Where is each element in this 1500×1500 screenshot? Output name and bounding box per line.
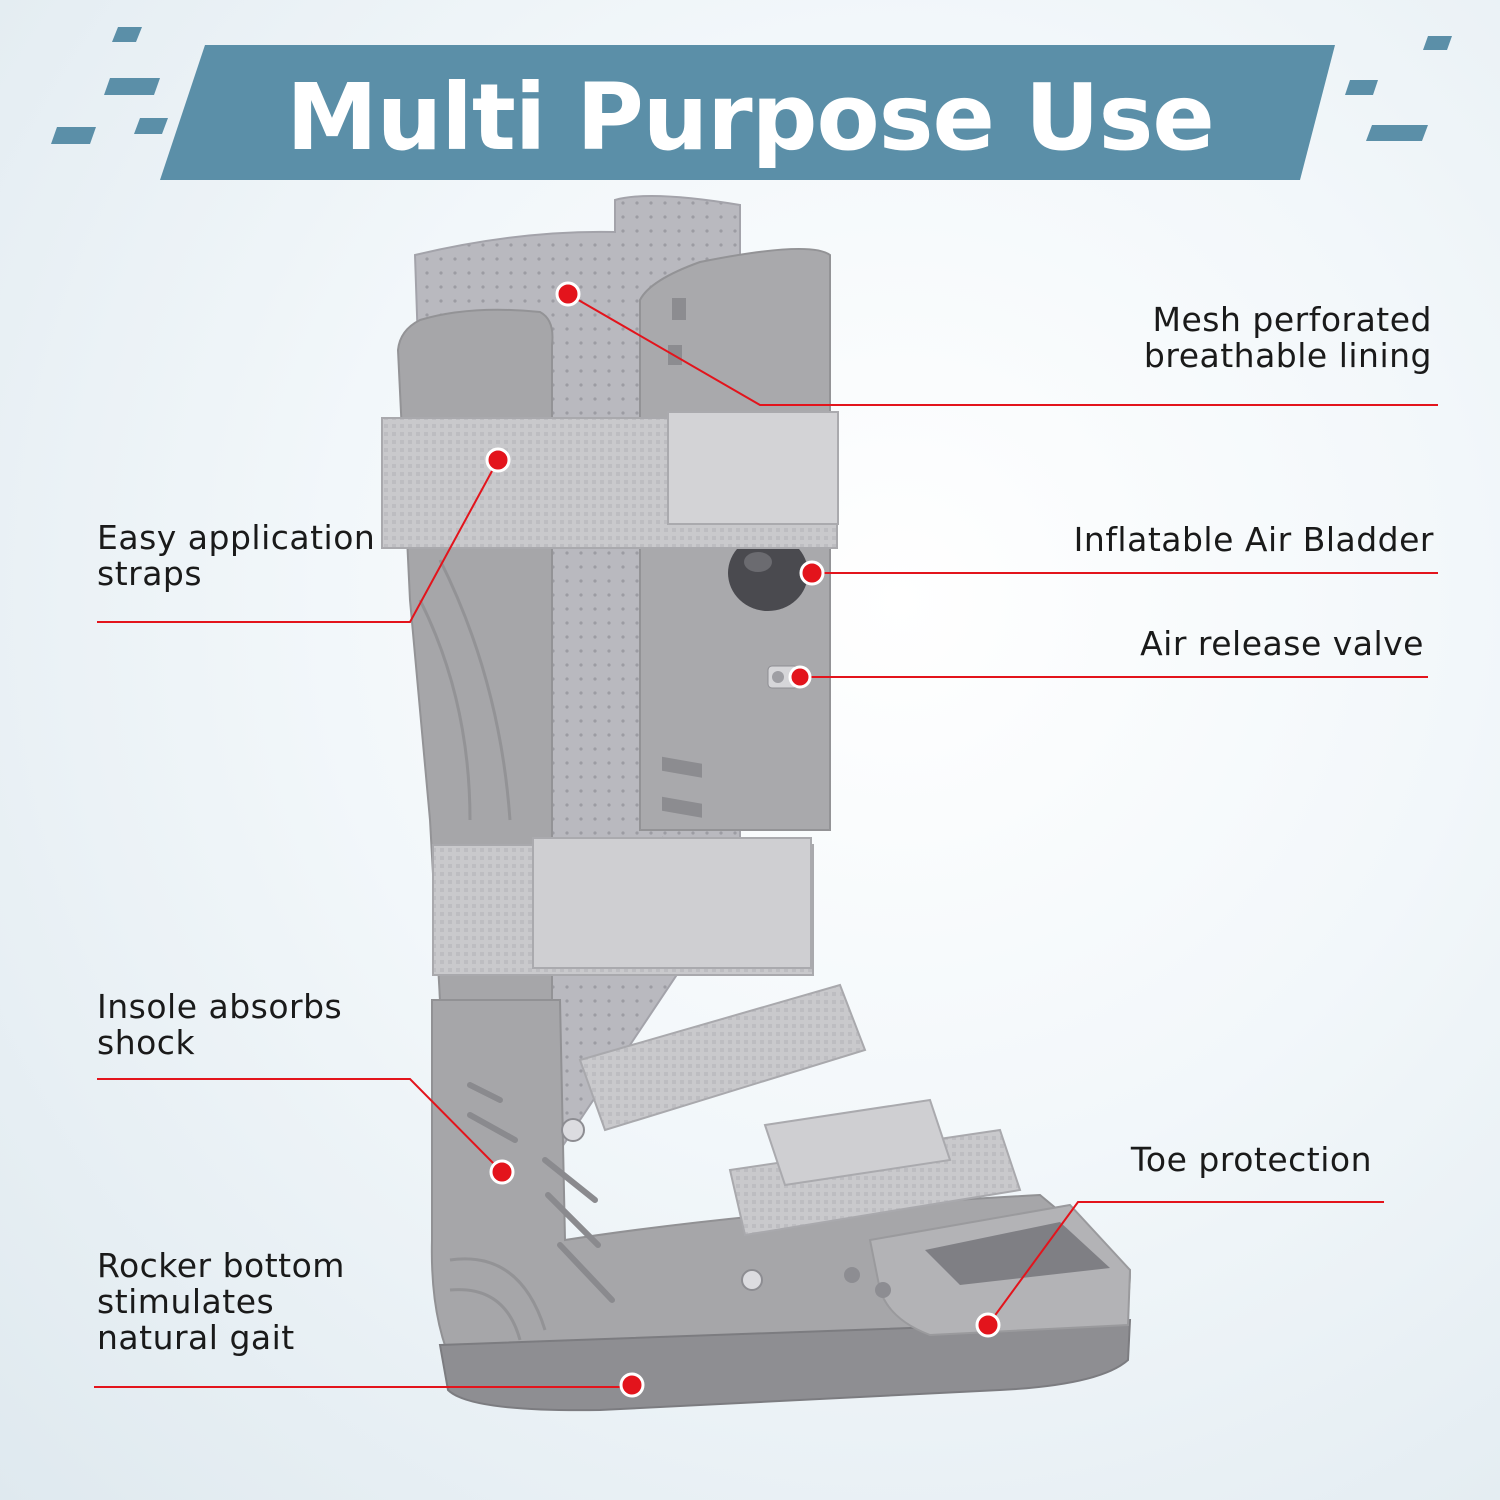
leader-toe: [987, 1201, 1384, 1326]
rivet-3: [844, 1267, 860, 1283]
marker-straps: [485, 447, 511, 473]
callout-straps-line2: straps: [97, 554, 203, 593]
rivet-2: [741, 1269, 763, 1291]
banner-graphic: [51, 27, 1452, 180]
toe-opening: [925, 1222, 1110, 1285]
banner-ribbon: [160, 45, 1335, 180]
leader-mesh: [567, 293, 1438, 406]
callout-mesh-line2: breathable lining: [1143, 336, 1432, 375]
callout-rocker-line2: stimulates: [97, 1282, 275, 1321]
foot-strap-tab: [763, 1098, 952, 1187]
rivet-4: [875, 1282, 891, 1298]
callout-insole-label: Insole absorbs shock: [97, 989, 342, 1061]
callout-toe-label: Toe protection: [1131, 1142, 1372, 1178]
callout-insole-line1: Insole absorbs: [97, 987, 343, 1026]
banner-stripe-right-2: [1345, 80, 1378, 95]
banner-stripe-right-3: [1366, 125, 1428, 141]
callout-rocker-line3: natural gait: [97, 1318, 295, 1357]
leader-insole: [97, 1078, 503, 1173]
banner-stripe-right-1: [1423, 36, 1452, 50]
banner-stripe-left-1: [112, 27, 142, 42]
marker-insole: [489, 1159, 515, 1185]
callout-valve-line1: Air release valve: [1140, 624, 1424, 663]
callout-rocker-line1: Rocker bottom: [97, 1246, 345, 1285]
marker-bladder: [799, 560, 825, 586]
banner-stripe-left-3: [134, 118, 168, 134]
callout-valve-label: Air release valve: [1140, 626, 1424, 662]
callout-insole-line2: shock: [97, 1023, 196, 1062]
callout-mesh-line1: Mesh perforated: [1152, 300, 1432, 339]
marker-mesh: [555, 281, 581, 307]
banner-stripe-left-2: [104, 78, 160, 95]
marker-rocker: [619, 1372, 645, 1398]
callout-toe-line1: Toe protection: [1130, 1140, 1372, 1179]
leader-straps: [97, 459, 499, 623]
rivet-1: [561, 1118, 585, 1142]
lining-front: [555, 540, 660, 880]
callout-straps-line1: Easy application: [97, 518, 376, 557]
shell-vents: [467, 1082, 615, 1303]
callout-straps-label: Easy application straps: [97, 520, 375, 592]
callout-rocker-label: Rocker bottom stimulates natural gait: [97, 1248, 345, 1356]
marker-valve: [788, 665, 812, 689]
upper-strap-tab: [667, 411, 839, 525]
callout-bladder-line1: Inflatable Air Bladder: [1073, 520, 1434, 559]
middle-strap-tab: [532, 837, 812, 969]
marker-toe: [975, 1312, 1001, 1338]
banner-stripe-left-4: [51, 127, 96, 144]
heel-arcs: [449, 1257, 547, 1341]
ankle-strap: [578, 983, 867, 1132]
banner-title: Multi Purpose Use: [286, 64, 1215, 171]
shell-groove-1: [418, 599, 472, 821]
callout-mesh-label: Mesh perforated breathable lining: [1144, 302, 1432, 374]
shell-groove-2: [438, 559, 512, 821]
callout-bladder-label: Inflatable Air Bladder: [1074, 522, 1434, 558]
air-bladder-bulb: [728, 535, 808, 611]
